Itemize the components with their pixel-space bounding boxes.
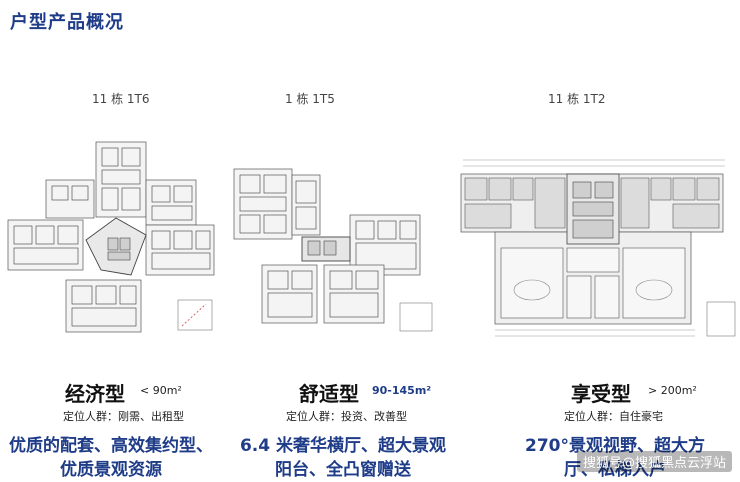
feature-luxury-line-2: 厅、私梯入户: [564, 460, 666, 480]
feature-economy-line-1: 优质的配套、高效集约型、: [9, 436, 213, 456]
floor-plan-1t6: [6, 140, 216, 335]
type-size-economy: < 90m²: [140, 384, 182, 397]
type-name-comfort: 舒适型: [299, 382, 359, 406]
floor-plan-1t2: [455, 152, 737, 344]
type-size-luxury: > 200m²: [648, 384, 697, 397]
type-size-comfort: 90-145m²: [372, 384, 432, 397]
watermark: 搜狐号@搜狐黑点云浮站: [576, 451, 732, 472]
building-label-1: 11 栋 1T6: [92, 92, 150, 106]
feature-luxury: 270°景观视野、超大方 厅、私梯入户: [500, 434, 730, 482]
floor-plan-1t5: [232, 155, 437, 335]
building-label-3: 11 栋 1T2: [548, 92, 606, 106]
page-title: 户型产品概况: [10, 12, 124, 33]
target-group-luxury: 定位人群：自住豪宅: [564, 410, 663, 423]
type-name-luxury: 享受型: [571, 382, 631, 406]
type-name-economy: 经济型: [65, 382, 125, 406]
feature-luxury-line-1: 270°景观视野、超大方: [525, 436, 705, 456]
feature-comfort: 6.4 米奢华横厅、超大景观 阳台、全凸窗赠送: [226, 434, 460, 482]
feature-comfort-line-2: 阳台、全凸窗赠送: [275, 460, 411, 480]
feature-economy-line-2: 优质景观资源: [60, 460, 162, 480]
building-label-2: 1 栋 1T5: [285, 92, 335, 106]
target-group-comfort: 定位人群：投资、改善型: [286, 410, 407, 423]
target-group-economy: 定位人群：刚需、出租型: [63, 410, 184, 423]
feature-comfort-line-1: 6.4 米奢华横厅、超大景观: [239, 436, 447, 456]
feature-economy: 优质的配套、高效集约型、 优质景观资源: [0, 434, 222, 482]
